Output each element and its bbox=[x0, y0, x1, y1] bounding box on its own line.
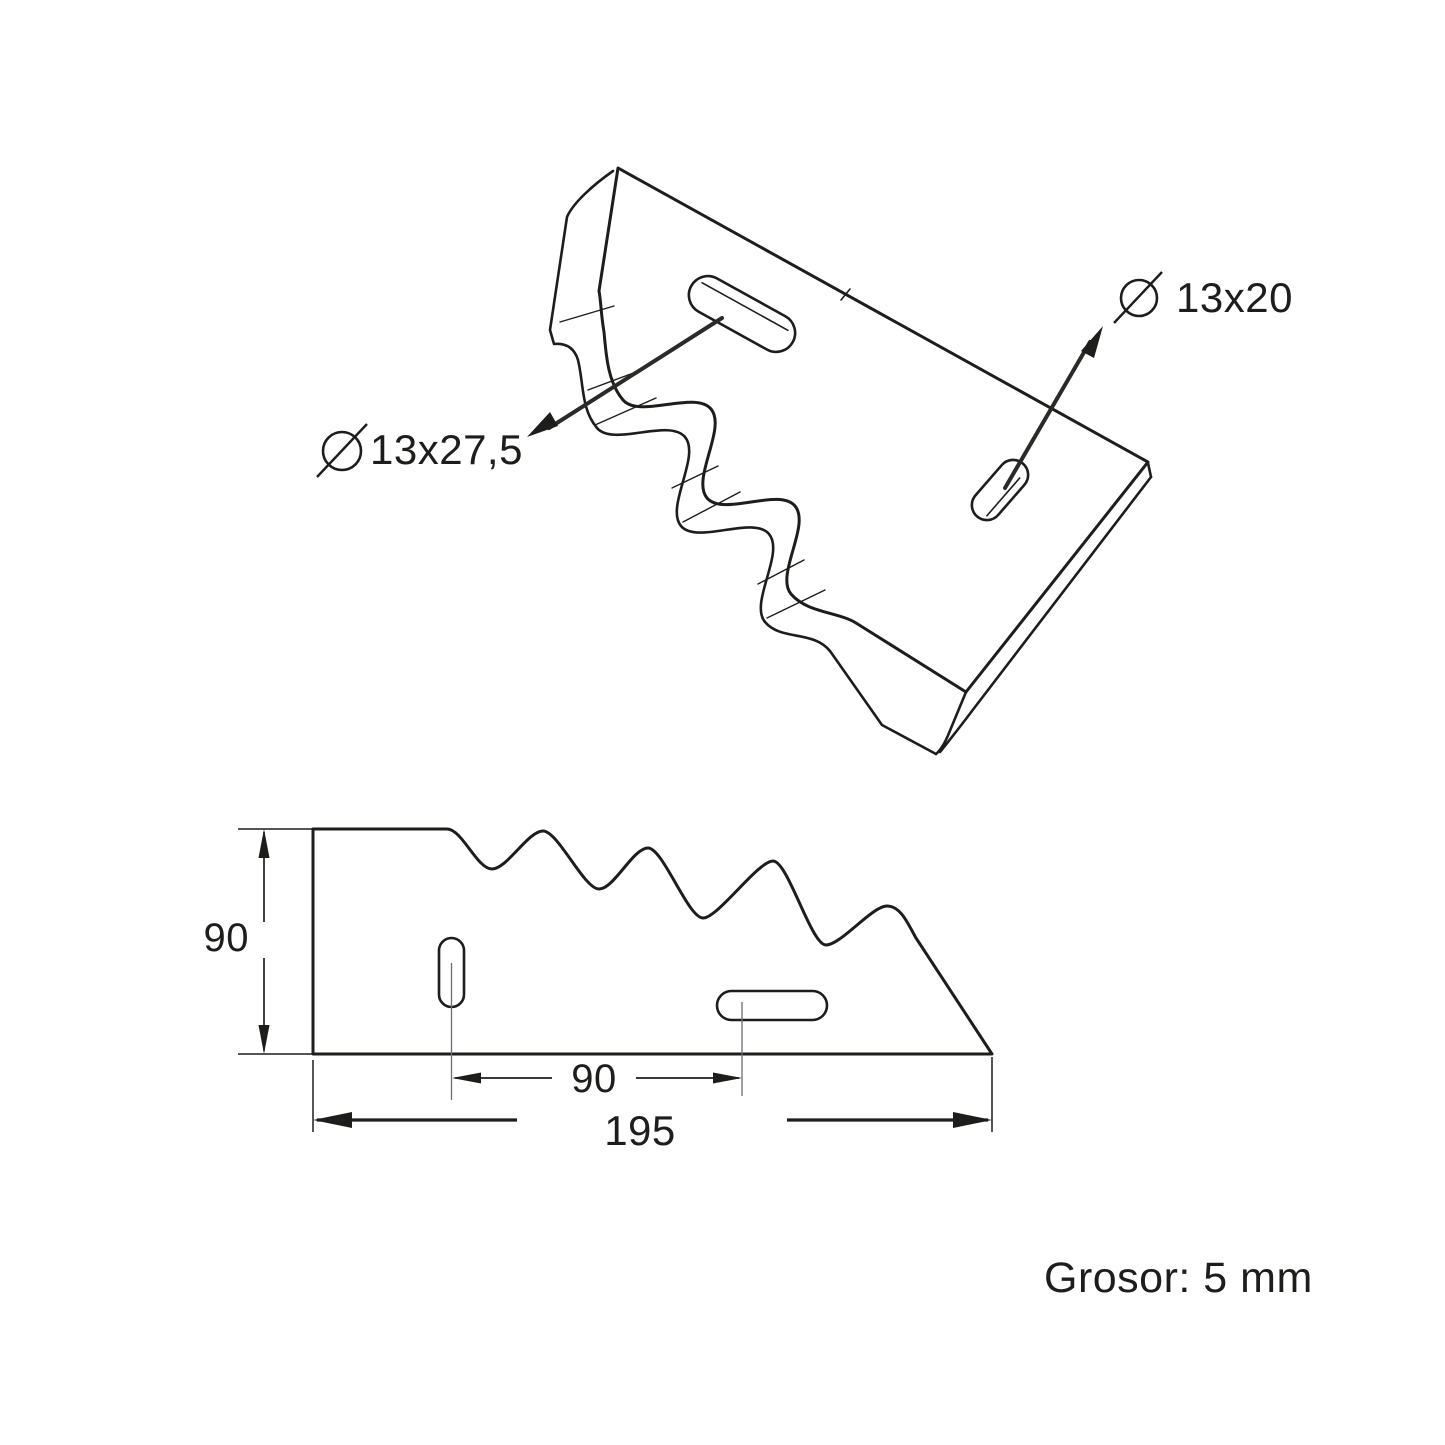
iso-slot-top bbox=[687, 274, 797, 354]
arrowhead-left bbox=[313, 1112, 352, 1128]
arrowhead-right bbox=[953, 1112, 992, 1128]
hole-spacing-dimension-value: 90 bbox=[571, 1057, 617, 1101]
dimension-overall-length: 195 bbox=[312, 1057, 993, 1154]
dimension-hole-spacing: 90 bbox=[452, 1057, 742, 1101]
height-dimension-value: 90 bbox=[204, 916, 250, 960]
overall-length-dimension-value: 195 bbox=[604, 1107, 676, 1154]
diameter-icon bbox=[316, 423, 368, 478]
callout-top-slot: 13x27,5 bbox=[316, 423, 523, 478]
iso-serration-hatch-lines bbox=[559, 305, 826, 619]
arrowhead-down bbox=[258, 1025, 270, 1054]
iso-edge-tick bbox=[840, 288, 851, 301]
iso-bottom-face-right-edge bbox=[938, 475, 1153, 754]
iso-slot-right bbox=[970, 458, 1030, 522]
dimension-height: 90 bbox=[204, 828, 316, 1055]
arrowhead-left bbox=[452, 1072, 481, 1084]
iso-top-face-outline bbox=[597, 166, 1150, 694]
arrowhead-right bbox=[713, 1072, 742, 1084]
slot-right-label: 13x20 bbox=[1176, 274, 1293, 321]
side-plate-outline bbox=[311, 827, 994, 1056]
callout-right-slot: 13x20 bbox=[1113, 271, 1293, 324]
side-slot-right bbox=[715, 989, 829, 1022]
iso-front-corner-taper bbox=[934, 690, 968, 756]
leader-arrow-top-slot bbox=[527, 316, 724, 437]
side-view bbox=[311, 827, 994, 1100]
thickness-note: Grosor: 5 mm bbox=[1044, 1254, 1313, 1302]
arrowhead-up bbox=[258, 829, 270, 858]
slot-top-label: 13x27,5 bbox=[370, 426, 523, 473]
iso-right-thickness-edge bbox=[1146, 461, 1153, 479]
iso-bottom-band-outline bbox=[548, 169, 938, 756]
iso-view bbox=[527, 166, 1153, 756]
leader-arrow-right-slot bbox=[1003, 326, 1103, 490]
diameter-icon bbox=[1113, 271, 1163, 324]
